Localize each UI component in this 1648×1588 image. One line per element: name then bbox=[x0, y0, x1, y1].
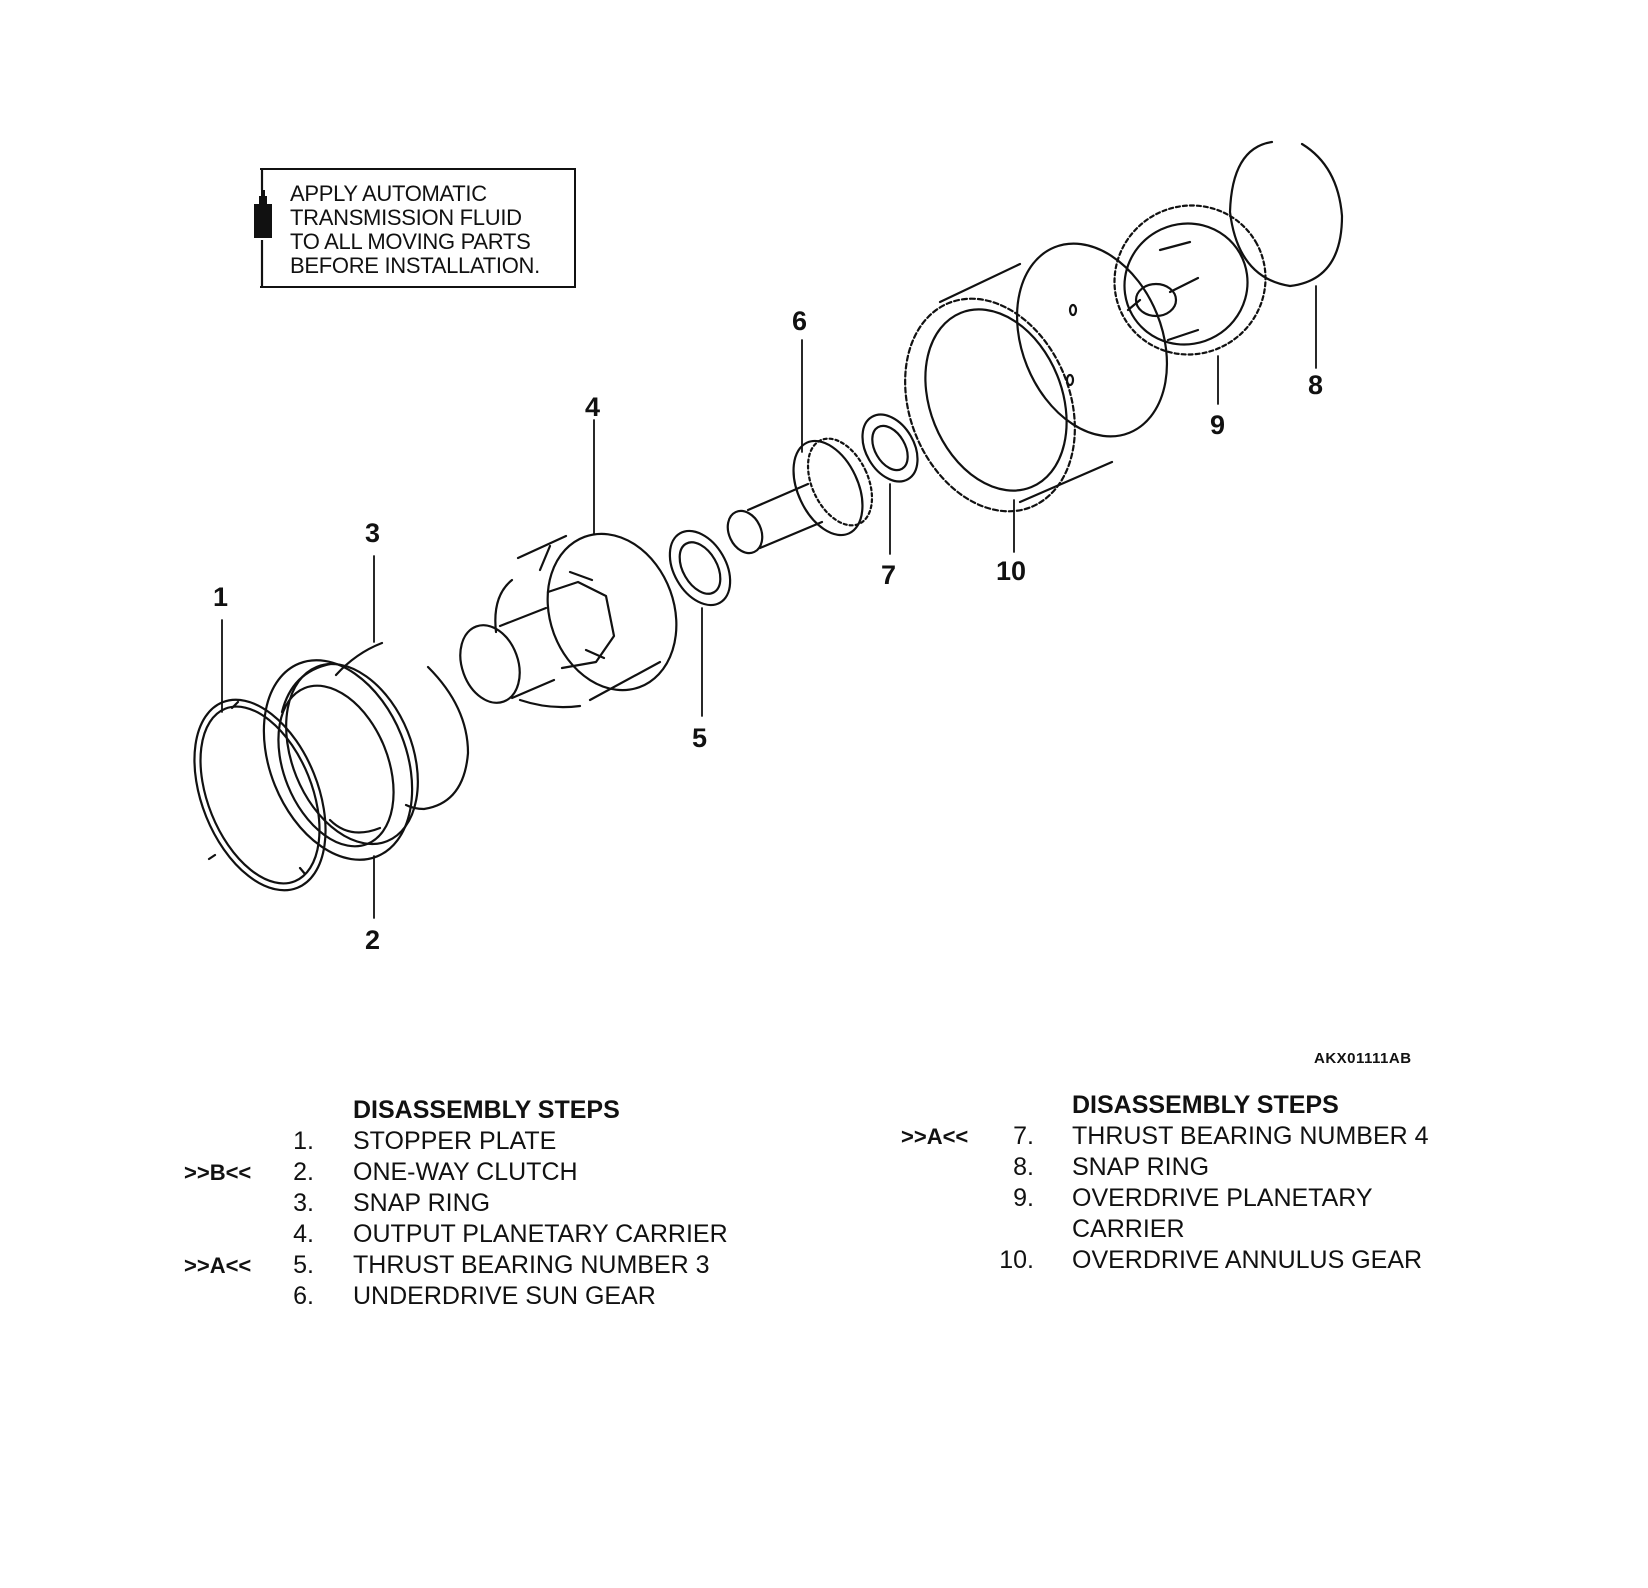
step-number: 4. bbox=[293, 1220, 314, 1248]
step-number: 2. bbox=[293, 1158, 314, 1186]
step-mark: >>A<< bbox=[901, 1124, 969, 1149]
callout-2: 2 bbox=[365, 925, 381, 955]
step-label: SNAP RING bbox=[353, 1189, 491, 1217]
step-label: SNAP RING bbox=[1072, 1153, 1210, 1181]
steps-title: DISASSEMBLY STEPS bbox=[1072, 1091, 1339, 1119]
step-number: 1. bbox=[293, 1127, 314, 1155]
callout-7: 7 bbox=[881, 560, 897, 590]
step-number: 8. bbox=[1013, 1153, 1034, 1181]
step-mark: >>A<< bbox=[184, 1253, 252, 1278]
oil-can-icon bbox=[254, 190, 272, 238]
note-box bbox=[260, 168, 576, 288]
underdrive-sun-gear-part bbox=[726, 437, 874, 555]
callout-10: 10 bbox=[996, 556, 1027, 586]
step-label: CARRIER bbox=[1072, 1215, 1185, 1243]
step-label: STOPPER PLATE bbox=[353, 1127, 557, 1155]
leader-lines bbox=[221, 285, 1317, 919]
callout-5: 5 bbox=[692, 723, 708, 753]
callout-4: 4 bbox=[585, 392, 601, 422]
step-label: THRUST BEARING NUMBER 4 bbox=[1072, 1122, 1429, 1150]
step-number: 10. bbox=[999, 1246, 1034, 1274]
callout-9: 9 bbox=[1210, 410, 1226, 440]
snap-ring-rear-part bbox=[1228, 140, 1344, 288]
step-number: 5. bbox=[293, 1251, 314, 1279]
snap-ring-front-part bbox=[334, 641, 470, 811]
callout-8: 8 bbox=[1308, 370, 1324, 400]
step-number: 3. bbox=[293, 1189, 314, 1217]
note-line: TO ALL MOVING PARTS bbox=[290, 229, 531, 254]
callout-3: 3 bbox=[365, 518, 381, 548]
step-label: ONE-WAY CLUTCH bbox=[353, 1158, 578, 1186]
overdrive-planetary-carrier-part bbox=[1113, 204, 1267, 356]
steps-title: DISASSEMBLY STEPS bbox=[353, 1096, 620, 1124]
note-line: APPLY AUTOMATIC bbox=[290, 181, 487, 206]
step-label: UNDERDRIVE SUN GEAR bbox=[353, 1282, 656, 1310]
callout-1: 1 bbox=[213, 582, 229, 612]
callout-6: 6 bbox=[792, 306, 808, 336]
one-way-clutch-part bbox=[262, 659, 419, 861]
overdrive-annulus-gear-part bbox=[904, 242, 1169, 513]
thrust-bearing-4-part bbox=[861, 413, 919, 483]
step-mark: >>B<< bbox=[184, 1160, 252, 1185]
note-text: APPLY AUTOMATIC TRANSMISSION FLUID TO AL… bbox=[290, 182, 540, 278]
stopper-plate-part bbox=[193, 698, 327, 892]
note-line: BEFORE INSTALLATION. bbox=[290, 253, 540, 278]
step-label: OVERDRIVE ANNULUS GEAR bbox=[1072, 1246, 1423, 1274]
output-planetary-carrier-part bbox=[459, 532, 678, 709]
step-label: THRUST BEARING NUMBER 3 bbox=[353, 1251, 710, 1279]
step-label: OVERDRIVE PLANETARY bbox=[1072, 1184, 1373, 1212]
step-number: 6. bbox=[293, 1282, 314, 1310]
note-line: TRANSMISSION FLUID bbox=[290, 205, 522, 230]
step-number: 9. bbox=[1013, 1184, 1034, 1212]
figure-code: AKX01111AB bbox=[1314, 1050, 1412, 1067]
step-number: 7. bbox=[1013, 1122, 1034, 1150]
step-label: OUTPUT PLANETARY CARRIER bbox=[353, 1220, 728, 1248]
thrust-bearing-3-part bbox=[668, 529, 732, 607]
